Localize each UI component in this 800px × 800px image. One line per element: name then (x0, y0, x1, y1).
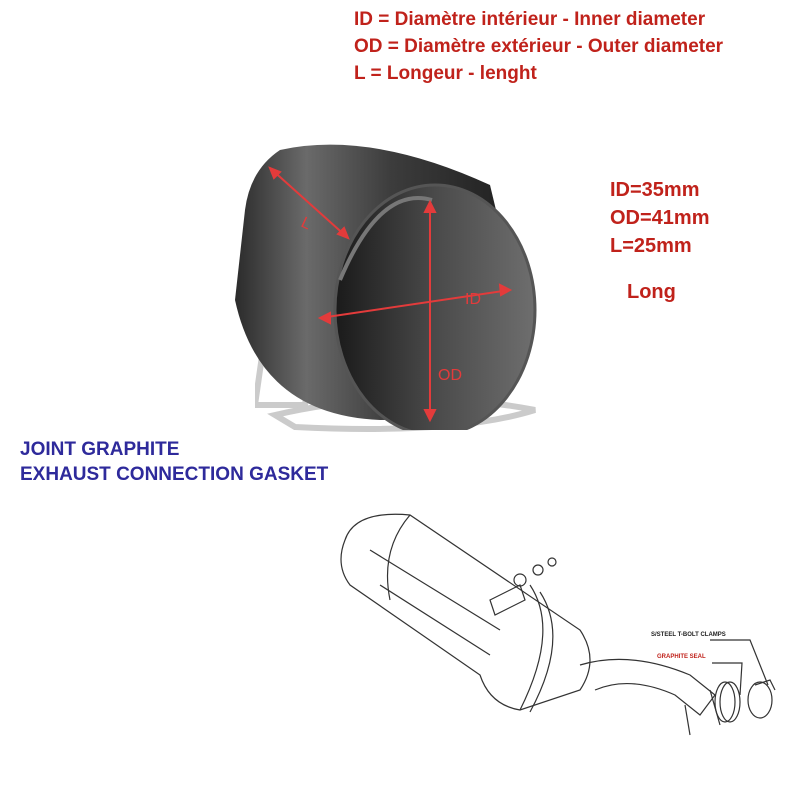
legend-od-line: OD = Diamètre extérieur - Outer diameter (354, 36, 724, 57)
spec-id: ID=35mm (610, 179, 700, 201)
product-title: JOINT GRAPHITE EXHAUST CONNECTION GASKET (20, 437, 328, 487)
spec-long: Long (627, 281, 676, 303)
spec-l: L=25mm (610, 235, 692, 257)
legend-l-line: L = Longeur - lenght (354, 63, 537, 84)
spec-od: OD=41mm (610, 207, 710, 229)
clamps-label: S/STEEL T-BOLT CLAMPS (651, 632, 726, 638)
product-title-line1: JOINT GRAPHITE (20, 439, 180, 460)
legend-id-line: ID = Diamètre intérieur - Inner diameter (354, 9, 706, 30)
gasket-photo: L ID OD (235, 144, 537, 430)
graphite-seal-label: GRAPHITE SEAL (657, 654, 706, 660)
photo-label-id: ID (465, 291, 481, 308)
product-title-line2: EXHAUST CONNECTION GASKET (20, 464, 329, 485)
legend: ID = Diamètre intérieur - Inner diameter… (354, 6, 723, 87)
specs: ID=35mm OD=41mm L=25mm (610, 176, 710, 260)
exhaust-diagram (340, 513, 776, 736)
photo-label-od: OD (438, 367, 462, 384)
